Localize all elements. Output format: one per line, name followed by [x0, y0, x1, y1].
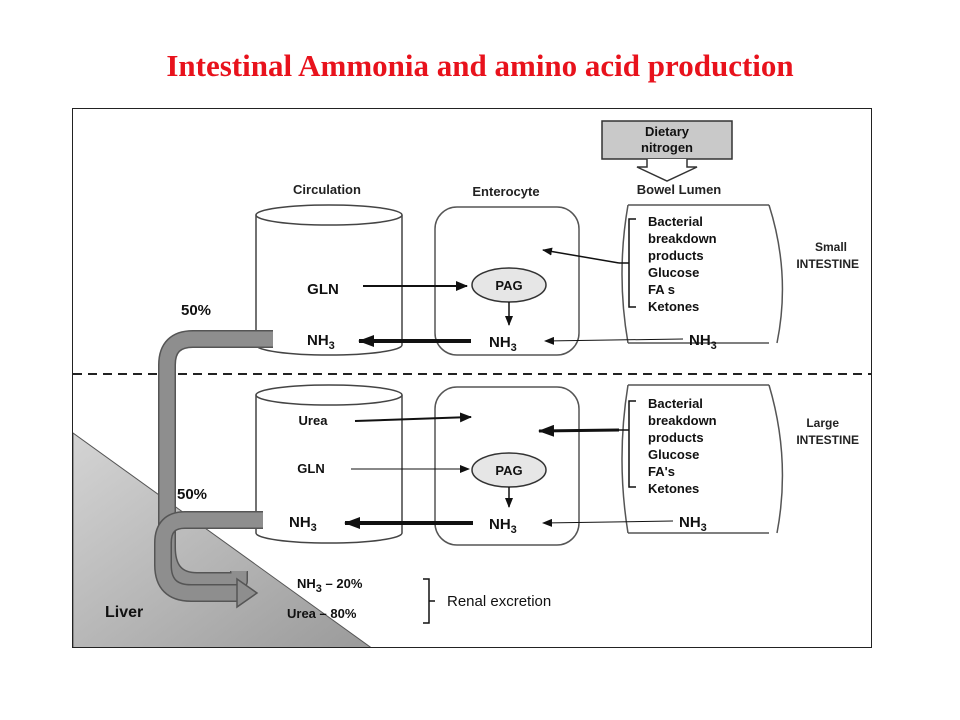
dietary-label-line2: nitrogen — [641, 140, 693, 155]
large-circulation-cylinder — [255, 384, 403, 544]
renal-excretion-label: Renal excretion — [447, 593, 551, 610]
small-entero-nh3-label: NH3 — [489, 334, 517, 354]
large-lumen-item: FA's — [648, 464, 675, 479]
small-lumen-item: breakdown — [648, 231, 717, 246]
large-lumen-item: breakdown — [648, 413, 717, 428]
large-lumen-list: Bacterial breakdown products Glucose FA'… — [648, 396, 717, 496]
large-lumen-nh3-label: NH3 — [679, 514, 707, 534]
large-lumen-item: Bacterial — [648, 396, 703, 411]
small-gln-label: GLN — [307, 281, 339, 298]
small-pag-node: PAG — [471, 267, 547, 303]
portal-pipe-lower — [154, 511, 263, 609]
header-circulation: Circulation — [293, 182, 361, 197]
large-pag-node: PAG — [471, 452, 547, 488]
small-lumen-item: Ketones — [648, 299, 699, 314]
liver-urea-share: Urea – 80% — [287, 606, 357, 621]
small-lumen-bracket — [619, 218, 636, 308]
large-lumen-bracket — [619, 400, 636, 488]
small-lumen-item: Glucose — [648, 265, 699, 280]
small-lumen-item: Bacterial — [648, 214, 703, 229]
small-lumen-nh3-label: NH3 — [689, 332, 717, 352]
small-circ-nh3-label: NH3 — [307, 332, 335, 352]
large-lumen-item: Glucose — [648, 447, 699, 462]
diagram-canvas: Dietary nitrogen Circulation Enterocyte … — [73, 120, 871, 647]
large-circ-nh3-label: NH3 — [289, 514, 317, 534]
small-percent-label: 50% — [181, 302, 211, 319]
svg-text:PAG: PAG — [495, 463, 522, 478]
large-urea-to-entero-arrow — [354, 412, 472, 423]
large-lumen-shape — [621, 384, 784, 534]
large-urea-label: Urea — [299, 413, 329, 428]
small-lumen-item: FA s — [648, 282, 675, 297]
liver-nh3-share: NH3 – 20% — [297, 576, 363, 595]
small-intestine-label-line1: Small — [815, 240, 847, 254]
dietary-label-line1: Dietary — [645, 124, 690, 139]
small-lumen-shape — [621, 204, 784, 344]
renal-bracket — [423, 578, 435, 624]
small-lumen-to-entero-arrow — [542, 247, 620, 264]
large-lumen-nh3-arrow — [542, 518, 674, 527]
small-circulation-cylinder — [255, 204, 403, 356]
large-entero-nh3-label: NH3 — [489, 516, 517, 536]
dietary-nitrogen-box: Dietary nitrogen — [601, 120, 733, 182]
header-enterocyte: Enterocyte — [472, 184, 539, 199]
large-lumen-item: products — [648, 430, 704, 445]
diagram-figure: Dietary nitrogen Circulation Enterocyte … — [72, 108, 872, 648]
small-lumen-nh3-arrow — [544, 336, 684, 345]
liver-label: Liver — [105, 604, 143, 621]
small-intestine-label-line2: INTESTINE — [796, 257, 859, 271]
header-bowel-lumen: Bowel Lumen — [637, 182, 722, 197]
large-percent-label: 50% — [177, 486, 207, 503]
liver-shape — [73, 432, 372, 647]
large-gln-label: GLN — [297, 461, 324, 476]
large-lumen-item: Ketones — [648, 481, 699, 496]
small-lumen-item: products — [648, 248, 704, 263]
large-intestine-label-line1: Large — [806, 416, 839, 430]
large-lumen-to-entero-arrow — [538, 424, 620, 437]
large-intestine-label-line2: INTESTINE — [796, 433, 859, 447]
svg-text:PAG: PAG — [495, 278, 522, 293]
slide-title: Intestinal Ammonia and amino acid produc… — [166, 48, 794, 83]
small-lumen-list: Bacterial breakdown products Glucose FA … — [648, 214, 717, 314]
